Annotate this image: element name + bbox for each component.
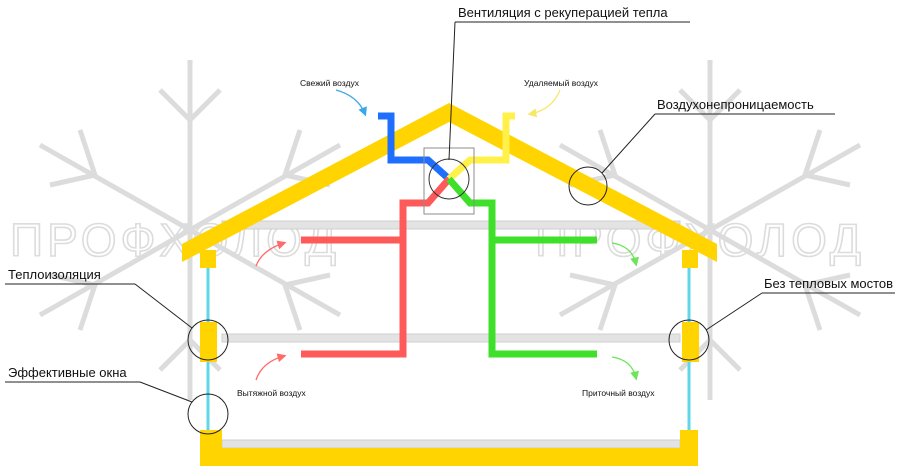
supply-air-label: Приточный воздух <box>582 388 655 398</box>
supply-air-arrow-upper-icon <box>611 242 640 267</box>
ground-slab <box>221 439 681 449</box>
flow-arrows <box>255 89 640 381</box>
supply-air-arrow-lower-icon <box>611 356 640 381</box>
extract-air-arrow-lower-icon <box>255 353 287 381</box>
fresh-air-label: Свежий воздух <box>300 78 360 88</box>
heat-recovery-unit-box <box>423 147 475 215</box>
snowflake-icon-right <box>558 60 862 400</box>
windows-label: Эффективные окна <box>8 365 127 380</box>
ventilation-label: Вентиляция с рекуперацией тепла <box>458 5 668 20</box>
exhaust-air-duct <box>446 112 515 182</box>
windows-callout-circle <box>187 393 229 435</box>
insulated-wall-right <box>682 322 699 362</box>
extract-air-arrow-upper-icon <box>255 240 287 267</box>
snowflake-icon-left <box>38 60 342 400</box>
fresh-air-arrow-icon <box>335 89 367 117</box>
extract-air-duct-lower <box>301 240 407 358</box>
insulation-leader <box>134 283 193 329</box>
no-bridges-callout-circle <box>668 319 710 361</box>
supply-air-duct <box>446 176 597 244</box>
eave-post-left <box>200 250 216 268</box>
exhaust-air-label: Удаляемый воздух <box>524 78 599 88</box>
exhaust-air-arrow-icon <box>527 89 561 118</box>
watermark <box>38 60 862 400</box>
eave-post-right <box>682 250 698 268</box>
extract-air-duct <box>301 176 452 244</box>
ventilation-leader <box>448 21 456 161</box>
windows <box>206 268 691 430</box>
windows-leader <box>139 381 193 403</box>
supply-air-duct-lower <box>488 240 597 358</box>
insulation-callout-circle <box>187 319 229 361</box>
ducts <box>301 112 597 358</box>
no-bridges-label: Без тепловых мостов <box>764 276 893 291</box>
no-bridges-leader <box>705 292 763 331</box>
fresh-air-duct <box>378 112 452 182</box>
insulation-label: Теплоизоляция <box>8 267 101 282</box>
foundation <box>200 430 698 466</box>
building-envelope <box>182 103 717 466</box>
attic-slab <box>221 220 681 230</box>
airtightness-label: Воздухонепроницаемость <box>657 97 814 112</box>
airtightness-leader <box>601 113 656 174</box>
callouts <box>5 21 895 435</box>
airtightness-callout-circle <box>568 166 608 206</box>
middle-slab <box>221 333 681 343</box>
insulated-wall-left <box>200 322 217 362</box>
extract-air-label: Вытяжной воздух <box>237 388 306 398</box>
